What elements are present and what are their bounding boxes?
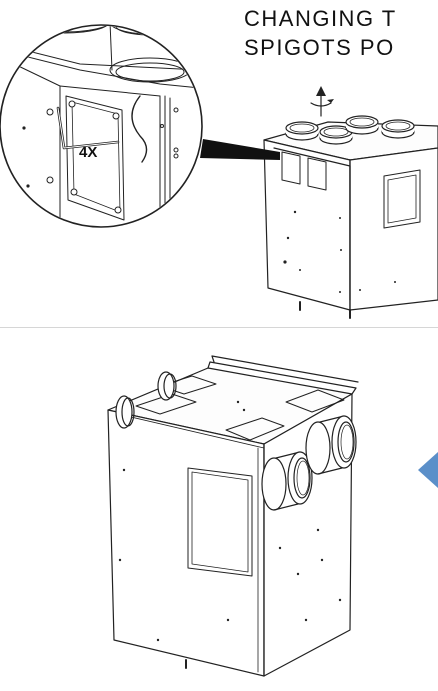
unit-bottom-view (107, 355, 359, 677)
transition-arrow-icon (418, 452, 438, 488)
section-divider (0, 327, 438, 328)
detail-zoom-circle (0, 24, 203, 228)
top-spigots (285, 115, 415, 145)
instruction-title-line-1: CHANGING T (244, 6, 397, 31)
callout-connector (200, 139, 280, 160)
instruction-title-line-2: SPIGOTS PO (244, 35, 395, 60)
left-spigots (115, 371, 177, 429)
unit-top-view (263, 86, 438, 319)
screw-count-label: 4X (79, 144, 98, 161)
lift-arrow-icon (310, 86, 334, 117)
right-spigots (261, 415, 357, 511)
